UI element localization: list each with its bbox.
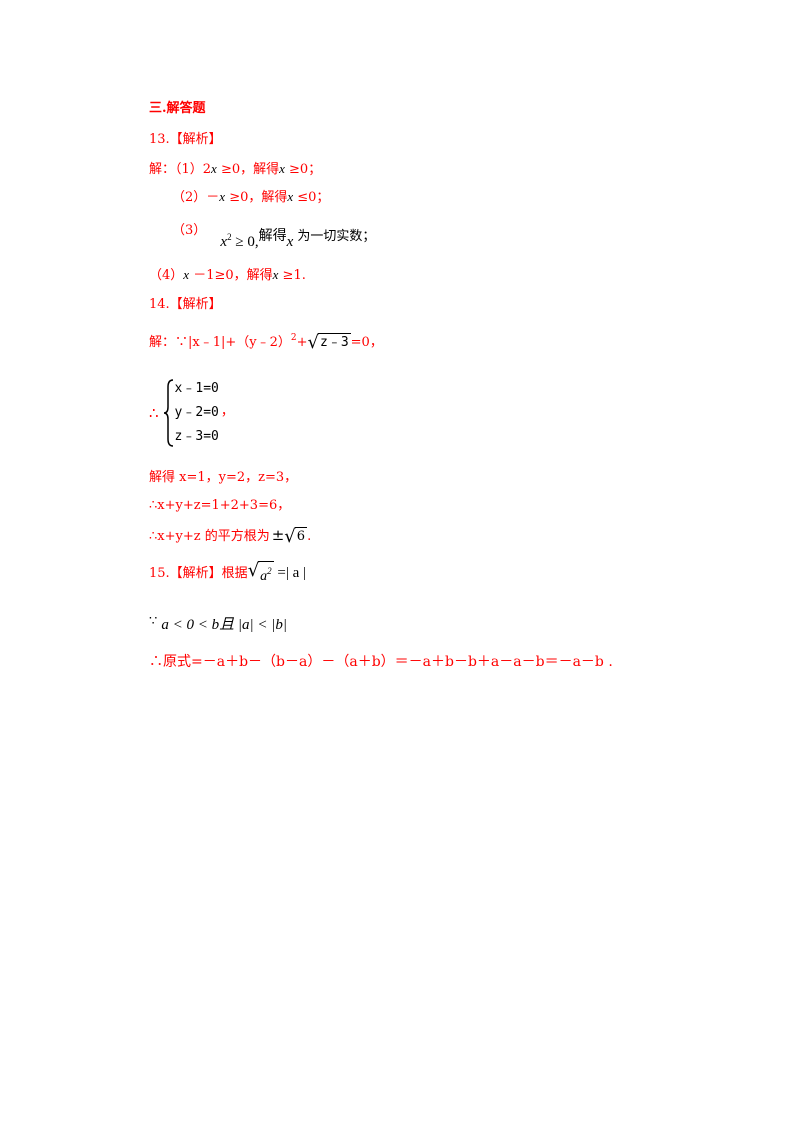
q14-line-4: ∴x+y+z 的平方根为±√6.	[149, 523, 311, 549]
q13-l2-text-c: ≤0；	[293, 190, 330, 205]
q15-condition-line: ∵ a < 0 < b且 |a| < |b|	[149, 611, 287, 637]
q14-l1-exp: 2	[290, 333, 297, 343]
sqrt-radical-icon: √	[284, 525, 296, 547]
q13-line-2: （2）－x ≥0，解得x ≤0；	[172, 188, 329, 207]
q13-l3-text-c: 为一切实数；	[293, 229, 376, 244]
q13-l4-text-c: ≥1.	[278, 268, 306, 283]
sqrt-radical-icon: √	[247, 560, 260, 581]
sqrt-radical-icon: √	[307, 331, 319, 353]
q15-condition: a < 0 < b且 |a| < |b|	[161, 617, 288, 633]
q14-sqrt-6-body: 6	[294, 526, 308, 547]
q13-l1-text-b: ≥0，解得	[216, 162, 280, 177]
q14-sqrt: √z﹣3	[307, 331, 351, 353]
left-brace-icon	[163, 379, 173, 447]
because-symbol: ∵	[149, 614, 162, 629]
plus-minus-symbol: ±	[271, 526, 285, 544]
q14-line-1: 解：∵|x﹣1|+（y﹣2）2+√z﹣3=0，	[149, 326, 383, 355]
q13-l4-var-2: x	[272, 267, 279, 282]
q13-l2-text-b: ≥0，解得	[225, 190, 288, 205]
q14-l1-plus: +	[296, 335, 308, 350]
q13-l1-text-c: ≥0；	[284, 162, 322, 177]
section-title: 三.解答题	[149, 101, 206, 116]
q14-l4-text-b: .	[307, 529, 312, 544]
q13-l3-math-rest: ≥ 0,	[231, 234, 259, 250]
q14-l1-text-a: 解：∵|x﹣1|+（y﹣2）	[149, 335, 291, 350]
q13-heading: 13.【解析】	[149, 132, 222, 147]
q13-l4-text-a: （4）	[149, 268, 184, 283]
q15-sqrt-formula: √a2	[248, 561, 274, 586]
q13-l3-inequality: x2 ≥ 0,	[220, 232, 259, 250]
q13-l3-text-b: 解得	[258, 228, 287, 244]
q13-l1-var-2: x	[279, 161, 285, 176]
q15-conclusion: ∴原式=－a＋b－（b－a）－（a＋b）＝－a＋b－b＋a－a－b＝－a－b .	[149, 654, 613, 670]
q14-sqrt-6: √6	[284, 525, 308, 547]
q13-l3-math-var: x	[220, 234, 228, 250]
q13-line-4: （4）x －1≥0，解得x ≥1.	[149, 266, 306, 285]
q15-formula-rest: =| a |	[273, 565, 307, 581]
therefore-symbol: ∴	[149, 404, 159, 422]
q15-heading-line: 15.【解析】根据√a2 =| a |	[149, 560, 306, 587]
q13-l2-var-2: x	[287, 189, 294, 204]
q13-l1-text-a: 解：（1）2	[149, 162, 212, 177]
q13-l3-text-a: （3）	[172, 223, 207, 238]
q13-line-3: （3） x2 ≥ 0,解得x 为一切实数；	[172, 218, 375, 255]
q14-l1-text-b: =0，	[350, 335, 383, 350]
q14-line-3: ∴x+y+z=1+2+3=6，	[149, 498, 291, 513]
q13-l3-var: x	[286, 234, 294, 250]
q14-eq-1: x﹣1=0	[174, 381, 219, 396]
q13-line-1: 解：（1）2x ≥0，解得x ≥0；	[149, 160, 321, 179]
q15-formula-exp: 2	[267, 566, 272, 576]
q13-l4-text-b: －1≥0，解得	[189, 268, 273, 283]
q13-l3-math-exp: 2	[227, 232, 232, 242]
q14-sqrt-body: z﹣3	[318, 332, 351, 353]
q14-equation-system: ∴ x﹣1=0 y﹣2=0 z﹣3=0 ，	[149, 378, 234, 448]
q14-line-2: 解得 x=1，y=2，z=3，	[149, 470, 298, 485]
q13-l2-text-a: （2）－	[172, 190, 220, 205]
q13-l1-var: x	[211, 161, 217, 176]
q14-l4-text-a: ∴x+y+z 的平方根为	[149, 529, 270, 544]
q15-heading: 15.【解析】根据	[149, 566, 248, 581]
q13-l2-var: x	[219, 189, 226, 204]
q14-eq-3: z﹣3=0	[174, 429, 219, 444]
q13-l4-var: x	[183, 267, 190, 282]
q14-eq-comma: ，	[220, 403, 234, 419]
q14-equations: x﹣1=0 y﹣2=0 z﹣3=0	[175, 380, 219, 446]
q14-eq-2: y﹣2=0	[174, 405, 219, 420]
q14-heading: 14.【解析】	[149, 297, 222, 312]
q15-formula-var: a	[260, 569, 268, 584]
q15-sqrt-body: a2	[258, 561, 274, 586]
